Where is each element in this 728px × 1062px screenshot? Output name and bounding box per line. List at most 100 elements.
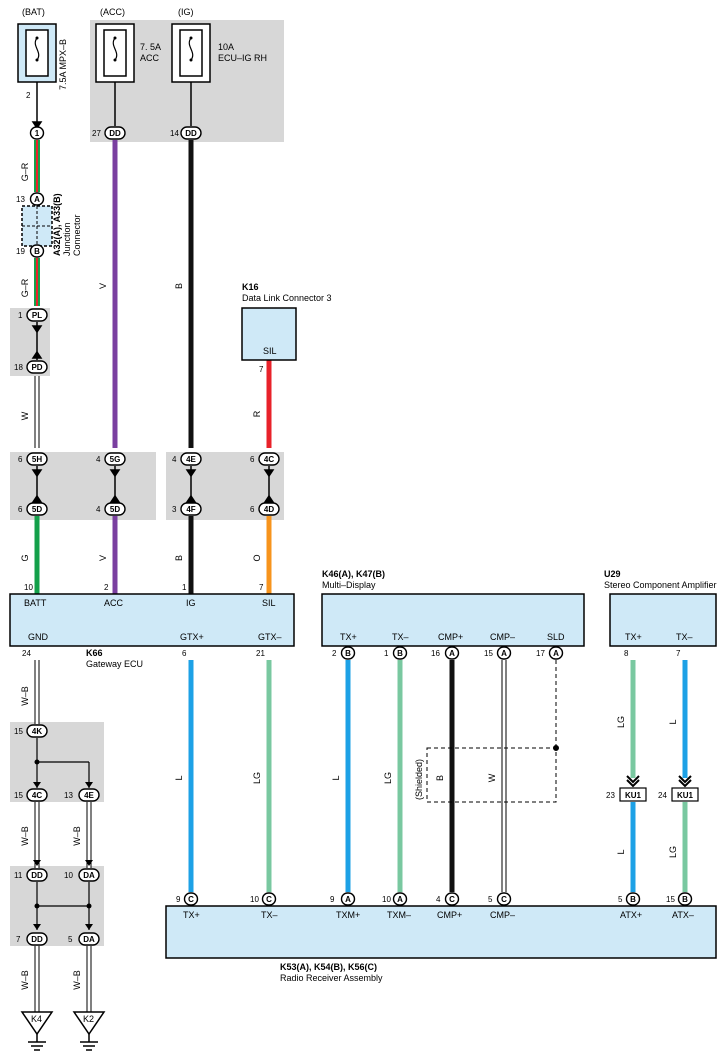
pin-number: 15 bbox=[14, 727, 23, 736]
ku1-chevrons bbox=[626, 775, 692, 788]
fuse-ig bbox=[171, 23, 211, 83]
multi-term-txp: TX+ bbox=[340, 632, 357, 642]
wire-color-v1: V bbox=[98, 283, 108, 289]
radio-term-5: CMP+ bbox=[437, 910, 462, 920]
radio-term-7: ATX+ bbox=[620, 910, 642, 920]
pin-number: 23 bbox=[606, 791, 615, 800]
pin-number: 14 bbox=[170, 129, 179, 138]
wire-color-o: O bbox=[252, 554, 262, 561]
connector-cDA5-label: DA bbox=[83, 935, 95, 944]
multi-term-txm: TX– bbox=[392, 632, 409, 642]
multi-name: Multi–Display bbox=[322, 580, 376, 590]
pin-number: 7 bbox=[676, 649, 681, 658]
wire-color-b3: B bbox=[435, 775, 445, 781]
junction-name-2: Connector bbox=[72, 214, 82, 256]
connector-cDA10-label: DA bbox=[83, 871, 95, 880]
connector-c4F: 4F bbox=[180, 502, 202, 516]
connector-arrows bbox=[31, 121, 275, 504]
wire-color-wb4: W–B bbox=[20, 970, 30, 990]
pin-number: 7 bbox=[259, 583, 264, 592]
connector-ku1a-label: KU1 bbox=[625, 791, 642, 800]
k66-term-acc: ACC bbox=[104, 598, 124, 608]
connector-rC10-label: C bbox=[266, 895, 272, 904]
pin-number: 3 bbox=[172, 505, 177, 514]
fuse-acc bbox=[95, 23, 135, 83]
wire-color-l2: L bbox=[331, 775, 341, 780]
pin-number: 4 bbox=[436, 895, 441, 904]
wire-color-w2: W bbox=[487, 773, 497, 782]
u29-name: Stereo Component Amplifier bbox=[604, 580, 717, 590]
pin-number: 2 bbox=[332, 649, 337, 658]
pin-number: 2 bbox=[104, 583, 109, 592]
connector-cPD: PD bbox=[26, 360, 48, 374]
fuse-ig-rating: 10A bbox=[218, 42, 234, 52]
pin-number: 1 bbox=[384, 649, 389, 658]
u29-code: U29 bbox=[604, 569, 621, 579]
connector-c5D2: 5D bbox=[104, 502, 126, 516]
pin-number: 15 bbox=[666, 895, 675, 904]
connector-mA16: A bbox=[444, 646, 460, 660]
pin-number: 6 bbox=[182, 649, 187, 658]
pin-number: 5 bbox=[618, 895, 623, 904]
connector-c5G: 5G bbox=[104, 452, 126, 466]
pin-number: 10 bbox=[24, 583, 33, 592]
connector-cDA10: DA bbox=[78, 868, 100, 882]
k66-term-gtxp: GTX+ bbox=[180, 632, 204, 642]
connector-c27dd-label: DD bbox=[109, 129, 121, 138]
pin-number: 10 bbox=[64, 871, 73, 880]
pin-number: 9 bbox=[330, 895, 335, 904]
pin-number: 15 bbox=[14, 791, 23, 800]
radio-term-6: CMP– bbox=[490, 910, 515, 920]
connector-c4F-label: 4F bbox=[186, 505, 195, 514]
multi-code: K46(A), K47(B) bbox=[322, 569, 385, 579]
connector-rB15: B bbox=[677, 892, 693, 906]
wire-color-b2: B bbox=[174, 555, 184, 561]
connector-rB5-label: B bbox=[630, 895, 636, 904]
wire-color-lg4: LG bbox=[668, 846, 678, 858]
wire-color-wb1: W–B bbox=[20, 686, 30, 706]
ground-k4: K4 bbox=[31, 1014, 42, 1024]
wire-color-wb3: W–B bbox=[72, 826, 82, 846]
pin-number: 6 bbox=[250, 455, 255, 464]
connector-c5D2-label: 5D bbox=[110, 505, 120, 514]
connector-rA10: A bbox=[392, 892, 408, 906]
k66-term-gtxm: GTX– bbox=[258, 632, 282, 642]
pin-number: 6 bbox=[250, 505, 255, 514]
pin-number: 6 bbox=[18, 505, 23, 514]
k66-term-sil: SIL bbox=[262, 598, 276, 608]
junction-code: A32(A), A33(B) bbox=[52, 193, 62, 256]
multi-term-cmpp: CMP+ bbox=[438, 632, 463, 642]
connector-c4D: 4D bbox=[258, 502, 280, 516]
connector-cDD7-label: DD bbox=[31, 935, 43, 944]
connector-c4K-label: 4K bbox=[32, 727, 42, 736]
connector-c4K: 4K bbox=[26, 724, 48, 738]
pin-number: 15 bbox=[484, 649, 493, 658]
pin-number: 17 bbox=[536, 649, 545, 658]
connector-cB: B bbox=[29, 244, 45, 258]
connector-c5G-label: 5G bbox=[110, 455, 121, 464]
connector-mB2: B bbox=[340, 646, 356, 660]
wire-ground bbox=[34, 660, 92, 1012]
connector-c4E2-label: 4E bbox=[84, 791, 94, 800]
k66-term-batt: BATT bbox=[24, 598, 47, 608]
pin-number: 21 bbox=[256, 649, 265, 658]
pin-number: 8 bbox=[624, 649, 629, 658]
connector-rC5: C bbox=[496, 892, 512, 906]
ku1-box-b bbox=[671, 787, 699, 802]
radio-term-1: TX+ bbox=[183, 910, 200, 920]
u29-term-txp: TX+ bbox=[625, 632, 642, 642]
pin-number: 1 bbox=[18, 311, 23, 320]
pin-number: 1 bbox=[182, 583, 187, 592]
connector-mA15-label: A bbox=[501, 649, 507, 658]
pin-number: 13 bbox=[64, 791, 73, 800]
connector-rB15-label: B bbox=[682, 895, 688, 904]
pin-number: 24 bbox=[658, 791, 667, 800]
connector-cDA5: DA bbox=[78, 932, 100, 946]
connector-ku1b-label: KU1 bbox=[677, 791, 694, 800]
connector-cDD11-label: DD bbox=[31, 871, 43, 880]
radio-term-3: TXM+ bbox=[336, 910, 360, 920]
pin-number: 5 bbox=[488, 895, 493, 904]
connector-rC9-label: C bbox=[188, 895, 194, 904]
